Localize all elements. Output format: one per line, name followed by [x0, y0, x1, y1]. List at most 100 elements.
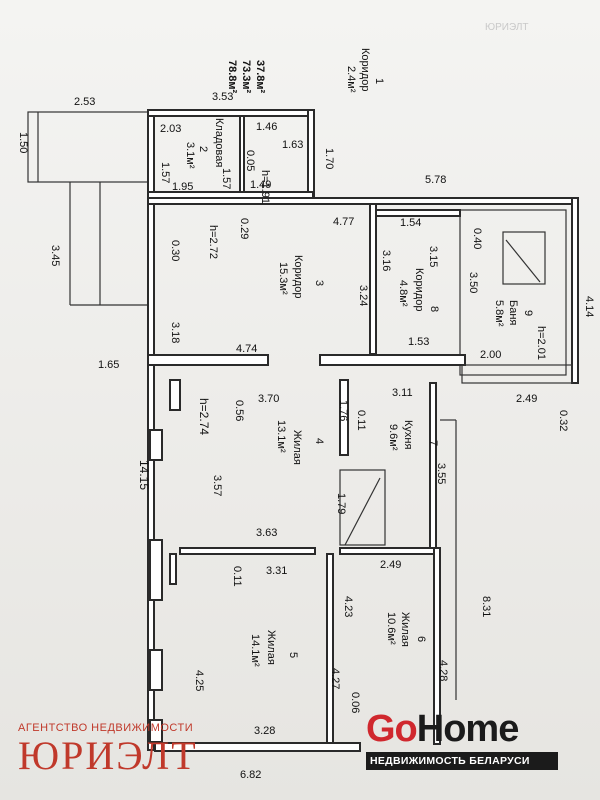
dim-label: 0.29: [238, 218, 250, 239]
wall-between-5-6: [326, 553, 334, 745]
watermark: ЮРИЭЛТ: [485, 22, 529, 33]
dim-label: 3.63: [256, 527, 277, 539]
dim-label: 2.49: [380, 559, 401, 571]
dim-label: 0.11: [231, 566, 243, 587]
bath-inner: [459, 209, 567, 376]
dim-label: 3.55: [435, 463, 447, 484]
gohome-subtitle: НЕДВИЖИМОСТЬ БЕЛАРУСИ: [366, 752, 558, 770]
room-3-area: 15.3м²: [277, 262, 289, 295]
corridor1-area: 2.4м²: [345, 66, 357, 93]
dim-label: 8.31: [480, 596, 492, 617]
dim-label: 1.46: [256, 121, 277, 133]
wall-top-main: [147, 197, 579, 205]
room-8-num: 8: [428, 306, 440, 312]
room-8-name: Коридор: [413, 268, 425, 311]
dim-label: 3.45: [49, 245, 61, 266]
logo-go: Go: [366, 708, 418, 750]
room-2-name: Кладовая: [213, 118, 225, 167]
dim-label: 1.50: [17, 132, 29, 153]
dim-label: 0.06: [349, 692, 361, 713]
dim-label: 4.77: [333, 216, 354, 228]
room-2-num: 2: [197, 146, 209, 152]
wall-top-storage: [147, 109, 314, 117]
corridor1-num: 1: [373, 78, 385, 84]
dim-label: 5.78: [425, 174, 446, 186]
stair: [339, 469, 386, 546]
dim-label: 1.54: [400, 217, 421, 229]
dim-label: 2.00: [480, 349, 501, 361]
dim-label: 1.95: [172, 181, 193, 193]
dim-label: 2.53: [74, 96, 95, 108]
wall-right-bath: [571, 197, 579, 384]
room-7-num: 7: [427, 440, 439, 446]
room-4-name: Жилая: [291, 430, 303, 465]
room-4-num: 4: [313, 438, 325, 444]
area-total-1: 37.8м²: [254, 60, 266, 94]
dim-label: 0.40: [471, 228, 483, 249]
gohome-logo: GoHome НЕДВИЖИМОСТЬ БЕЛАРУСИ: [366, 708, 558, 772]
area-total-2: 73.3м²: [240, 60, 252, 94]
agency-name: ЮРИЭЛТ: [18, 733, 198, 778]
dim-label: 1.70: [323, 148, 335, 169]
dim-label: 4.27: [329, 668, 341, 689]
dim-label: 3.50: [467, 272, 479, 293]
annex-outline: [27, 111, 149, 183]
dim-label: 4.23: [342, 596, 354, 617]
room-4-height: h=2.74: [197, 398, 211, 435]
room-9-name: Баня: [507, 300, 519, 325]
room-5-name: Жилая: [265, 630, 277, 665]
dim-label: 14.15: [137, 460, 151, 490]
logo-home: Home: [416, 708, 520, 750]
room-4-area: 13.1м²: [275, 420, 287, 453]
wall-middle-right: [319, 354, 466, 366]
dim-label: 4.25: [193, 670, 205, 691]
room-7-name: Кухня: [402, 420, 414, 449]
dim-label: 1.57: [159, 162, 171, 183]
dim-label: 0.32: [557, 410, 569, 431]
dim-label: 3.24: [357, 285, 369, 306]
dim-label: 3.53: [212, 91, 233, 103]
dim-label: 4.74: [236, 343, 257, 355]
wall-bottom: [154, 742, 361, 752]
room-3-num: 3: [313, 280, 325, 286]
room-3-height: h=2.72: [207, 225, 219, 259]
dim-label: 1.79: [335, 493, 347, 514]
room-6-area: 10.6м²: [385, 612, 397, 645]
room-9-num: 9: [522, 310, 534, 316]
dim-label: 1.53: [408, 336, 429, 348]
dim-label: 2.49: [516, 393, 537, 405]
dim-label: 3.15: [427, 246, 439, 267]
dim-label: 3.70: [258, 393, 279, 405]
wall-middle-left: [147, 354, 269, 366]
room-6-name: Жилая: [399, 612, 411, 647]
dim-label: 1.76: [337, 400, 349, 421]
dim-label: 0.11: [355, 410, 367, 431]
dim-label: 1.57: [220, 168, 232, 189]
room-7-area: 9.6м²: [387, 424, 399, 451]
agency-tagline: АГЕНТСТВО НЕДВИЖИМОСТИ: [18, 722, 194, 734]
dim-label: 6.82: [240, 769, 261, 781]
dim-label: 3.57: [211, 475, 223, 496]
agency-brand: АГЕНТСТВО НЕДВИЖИМОСТИ ЮРИЭЛТ: [18, 722, 248, 778]
dim-label: 3.11: [392, 387, 413, 399]
corridor1-name: Коридор: [359, 48, 371, 91]
dim-label: 3.31: [266, 565, 287, 577]
dim-label: 3.18: [169, 322, 181, 343]
dim-label: 1.49: [250, 179, 271, 191]
room-5-num: 5: [287, 652, 299, 658]
wall-right-lower: [433, 547, 441, 745]
room-5-area: 14.1м²: [249, 634, 261, 667]
room-8-area: 4.8м²: [397, 280, 409, 307]
dim-label: 2.03: [160, 123, 181, 135]
room-6-num: 6: [415, 636, 427, 642]
dim-label: 3.16: [380, 250, 392, 271]
dim-label: 1.63: [282, 139, 303, 151]
dim-label: 4.28: [437, 660, 449, 681]
dimension-labels: 2.53 3.53 1.50 2.03 1.46 1.70 1.63 h=1.9…: [17, 91, 595, 781]
dim-label: 0.05: [244, 150, 256, 171]
dim-label: h=1.91: [259, 170, 271, 204]
room-9-area: 5.8м²: [493, 300, 505, 327]
room-3-name: Коридор: [292, 255, 304, 298]
